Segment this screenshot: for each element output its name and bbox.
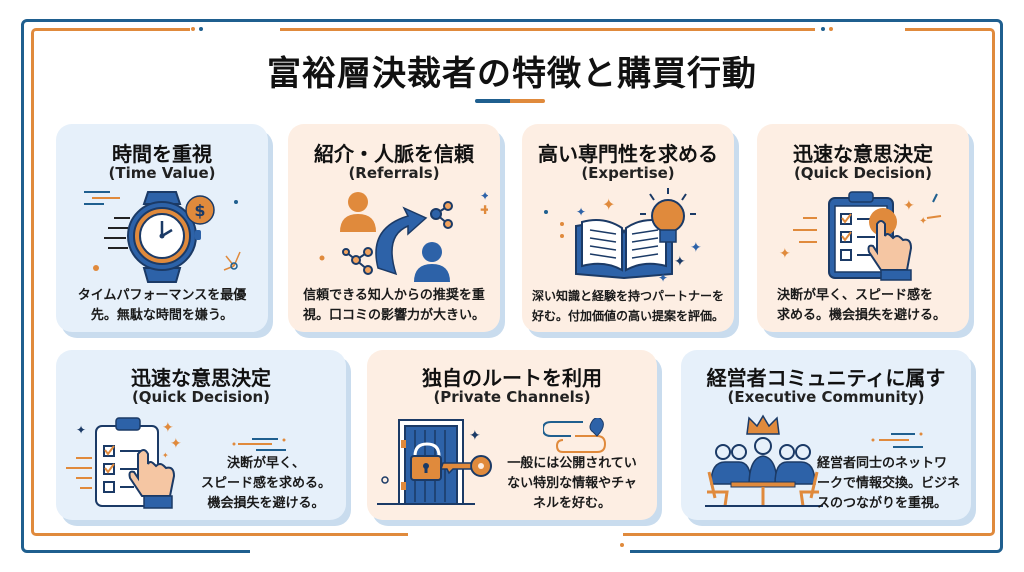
card-description: 決断が早く、スピード感を 求める。機会損失を避ける。 xyxy=(777,288,947,323)
card-description: タイムパフォーマンスを最優 先。無駄な時間を嫌う。 xyxy=(77,288,247,323)
card-quick-decision-1: 迅速な意思決定 (Quick Decision) ✦ ✦ ✦ 決断が早く、スピー… xyxy=(757,124,969,332)
card-executive-community: 経営者コミュニティに属す (Executive Community) 経営者同士… xyxy=(681,350,971,520)
svg-text:✦: ✦ xyxy=(170,436,182,452)
card-description: 深い知識と経験を持つパートナーを 好む。付加価値の高い提案を評価。 xyxy=(531,289,724,323)
card-subtitle: (Executive Community) xyxy=(727,388,925,406)
svg-text:✦: ✦ xyxy=(903,198,915,214)
card-subtitle: (Private Channels) xyxy=(433,388,591,406)
svg-text:✦: ✦ xyxy=(658,271,668,285)
svg-text:✦: ✦ xyxy=(690,240,702,256)
card-description: 決断が早く、 スピード感を求める。 機会損失を避ける。 xyxy=(200,456,331,511)
speed-lines-icon xyxy=(871,432,923,448)
executive-meeting-icon xyxy=(705,414,823,507)
watch-dollar-icon: $ xyxy=(84,191,241,283)
card-title: 迅速な意思決定 xyxy=(131,366,271,390)
card-title: 高い専門性を求める xyxy=(538,142,718,166)
svg-text:$: $ xyxy=(194,201,205,220)
decor-dot xyxy=(199,27,203,31)
svg-text:✦: ✦ xyxy=(779,246,791,262)
decor-dot xyxy=(821,27,825,31)
frame-gap-bottom xyxy=(250,548,630,556)
card-subtitle: (Referrals) xyxy=(348,164,440,182)
page-title: 富裕層決裁者の特徴と購買行動 xyxy=(267,54,757,94)
svg-text:✦: ✦ xyxy=(919,216,927,227)
decor-dot xyxy=(191,27,195,31)
svg-text:✦: ✦ xyxy=(469,428,481,444)
svg-text:✦: ✦ xyxy=(162,451,169,460)
card-quick-decision-2: 迅速な意思決定 (Quick Decision) ✦ ✦ ✦ ✦ 決断が早く、 … xyxy=(56,350,346,520)
card-title: 独自のルートを利用 xyxy=(422,366,602,390)
svg-text:✦: ✦ xyxy=(162,420,174,436)
card-time-value: 時間を重視 (Time Value) $ タイムパフォーマンスを最優 先。無駄な… xyxy=(56,124,268,332)
title-underline xyxy=(475,99,545,103)
decor-dot xyxy=(829,27,833,31)
card-title: 紹介・人脈を信頼 xyxy=(314,142,474,166)
route-pin-icon xyxy=(543,418,607,453)
card-title: 経営者コミュニティに属す xyxy=(706,366,946,390)
svg-text:✦: ✦ xyxy=(76,423,86,437)
card-referrals: 紹介・人脈を信頼 (Referrals) ✦ ✚ 信頼できる知人からの推奨を重 … xyxy=(288,124,500,332)
svg-text:✦: ✦ xyxy=(674,254,686,270)
card-expertise: 高い専門性を求める (Expertise) ✦ ✦ ✦ ✦ ✦ 深い知識と経験を… xyxy=(522,124,734,332)
speed-lines-icon xyxy=(232,438,286,451)
locked-door-key-icon: ✦ xyxy=(377,419,492,505)
decor-dot xyxy=(620,543,624,547)
card-description: 信頼できる知人からの推奨を重 視。口コミの影響力が大きい。 xyxy=(302,288,485,323)
card-title: 時間を重視 xyxy=(112,142,212,166)
card-description: 一般には公開されてい ない特別な情報やチャ ネルを好む。 xyxy=(507,456,637,511)
book-lightbulb-icon: ✦ ✦ ✦ ✦ ✦ xyxy=(544,188,702,285)
svg-text:✦: ✦ xyxy=(480,189,488,203)
card-private-channels: 独自のルートを利用 (Private Channels) ✦ 一般には公開されて… xyxy=(367,350,657,520)
svg-text:✦: ✦ xyxy=(602,195,615,214)
frame-gap-top-right xyxy=(815,26,905,33)
card-subtitle: (Expertise) xyxy=(581,164,675,182)
frame-gap-bottom-mid xyxy=(408,532,623,539)
frame-gap-top-left xyxy=(190,26,280,33)
card-title: 迅速な意思決定 xyxy=(793,142,933,166)
card-description: 経営者同士のネットワ ークで情報交換。ビジネ スのつながりを重視。 xyxy=(817,456,961,511)
card-subtitle: (Quick Decision) xyxy=(793,164,933,182)
clipboard-checklist-icon: ✦ ✦ ✦ ✦ xyxy=(66,417,182,509)
card-subtitle: (Time Value) xyxy=(108,164,216,182)
clipboard-checklist-icon: ✦ ✦ ✦ xyxy=(779,191,942,281)
card-subtitle: (Quick Decision) xyxy=(131,388,271,406)
svg-text:✦: ✦ xyxy=(576,205,586,219)
referral-network-icon: ✦ ✚ xyxy=(319,189,488,282)
svg-text:✚: ✚ xyxy=(480,203,488,217)
